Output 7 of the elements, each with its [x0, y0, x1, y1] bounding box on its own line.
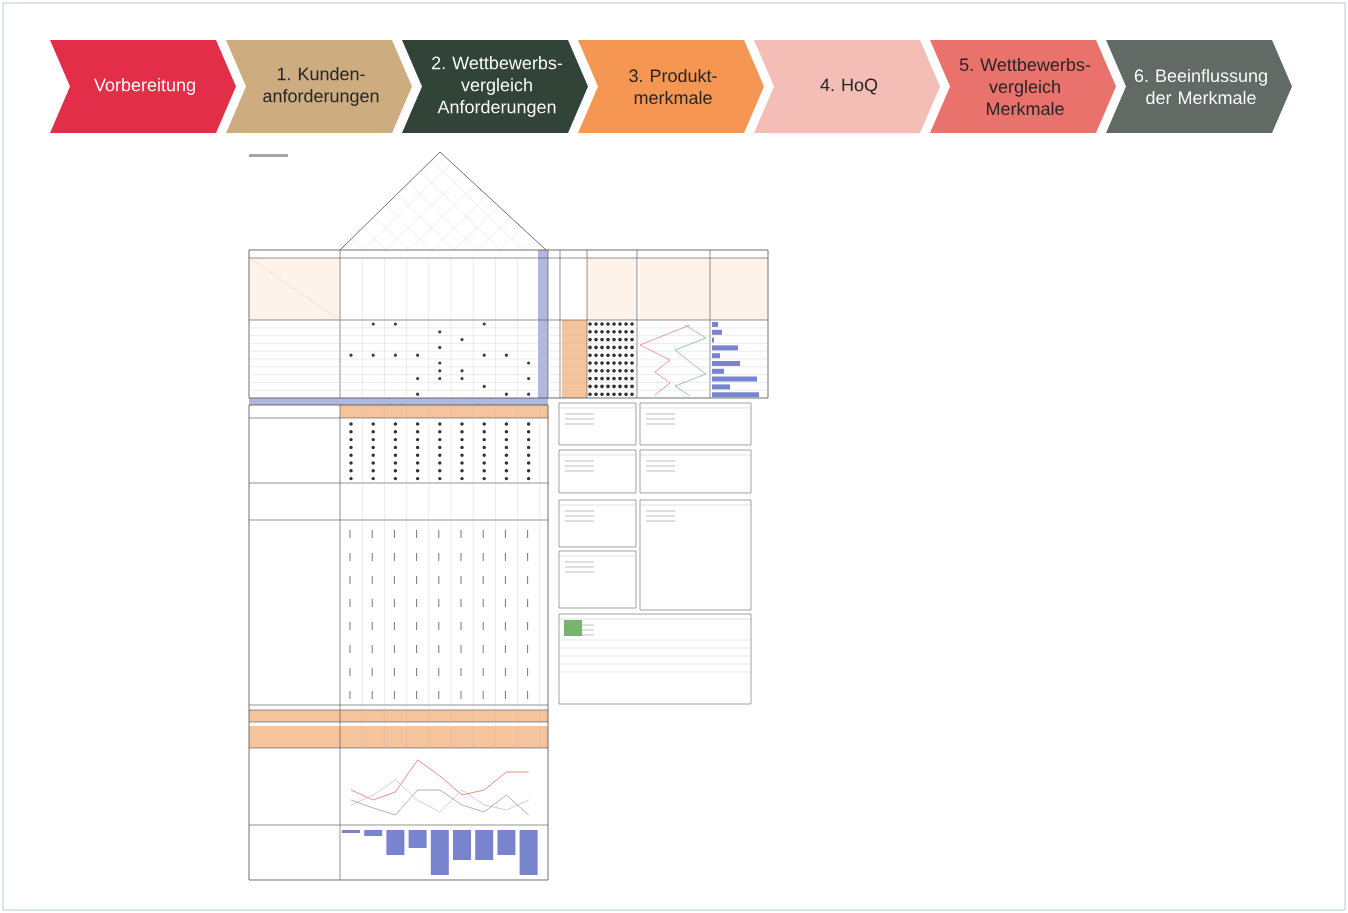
process-step: 5. Wettbewerbs- vergleich Merkmale [930, 40, 1116, 133]
process-step: 3. Produkt- merkmale [578, 40, 764, 133]
process-step: 2. Wettbewerbs- vergleich Anforderungen [402, 40, 588, 133]
process-step: 1. Kunden- anforderungen [226, 40, 412, 133]
process-step: 4. HoQ [754, 40, 940, 133]
process-step: 6. Beeinflussung der Merkmale [1106, 40, 1292, 133]
process-step: Vorbereitung [50, 40, 236, 133]
